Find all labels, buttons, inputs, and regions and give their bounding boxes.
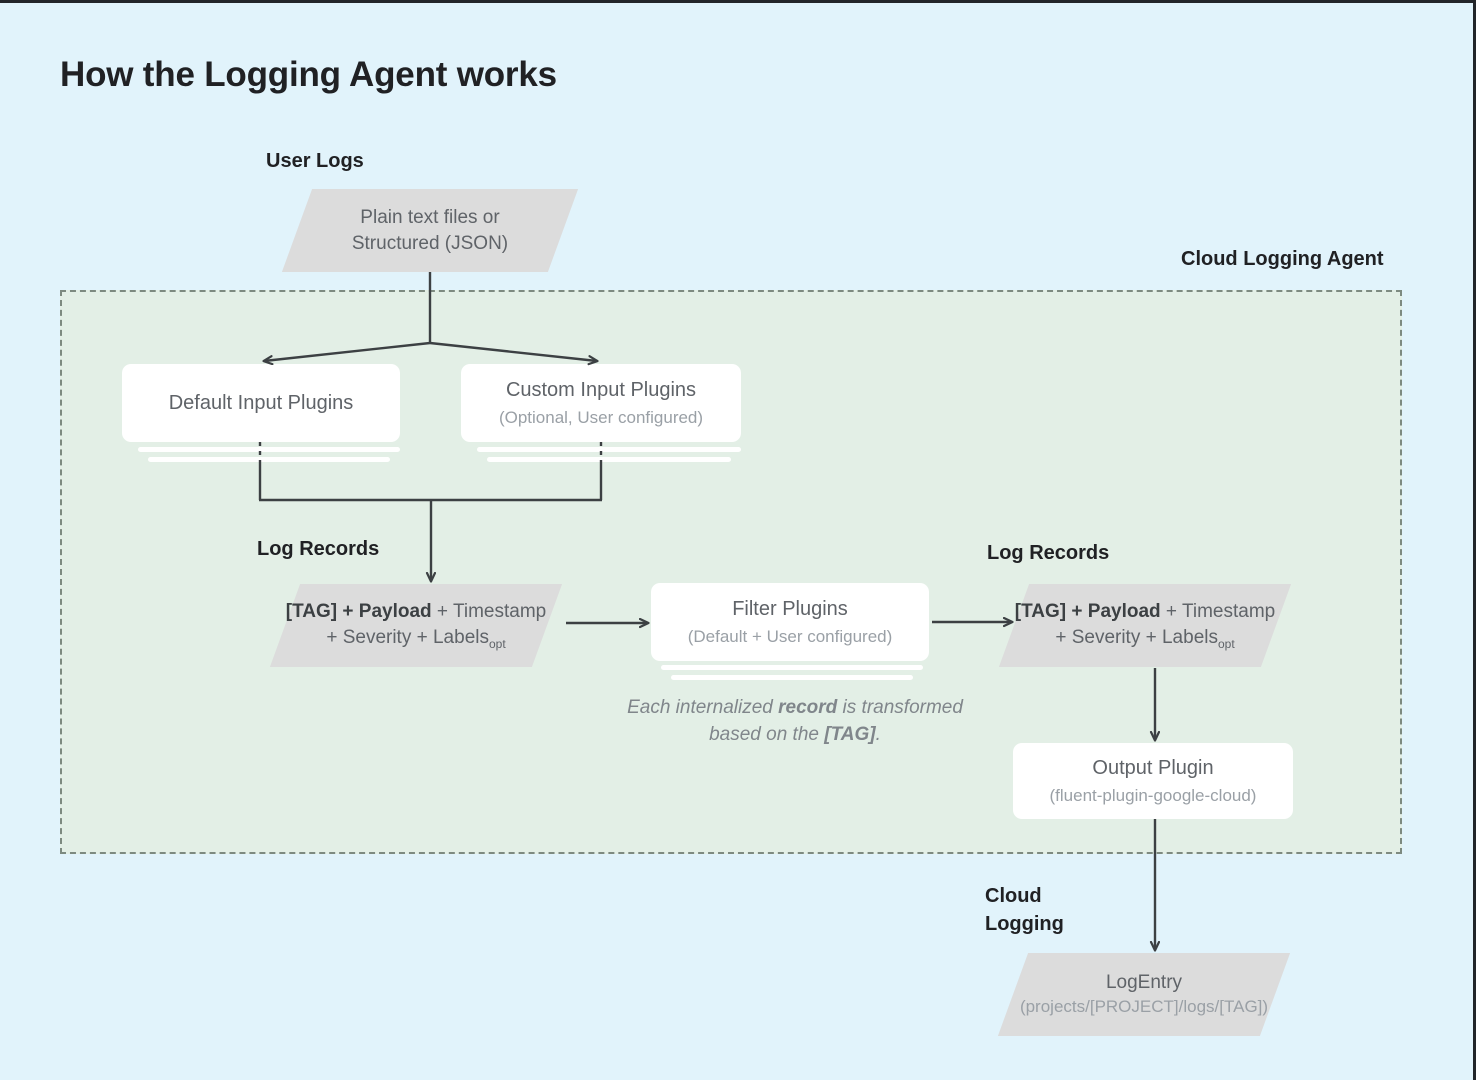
user-logs-line-1: Plain text files or	[360, 206, 500, 228]
caption-bold-record: record	[778, 697, 838, 718]
log-record-right-plain-2: + Severity + Labels	[1055, 626, 1218, 648]
label-log-records-left: Log Records	[257, 538, 380, 560]
card-stack-line-custom-2	[487, 457, 731, 462]
label-log-records-right: Log Records	[987, 542, 1110, 564]
filter-plugins-title: Filter Plugins	[732, 597, 848, 620]
node-log-record-right: [TAG] + Payload + Timestamp + Severity +…	[998, 584, 1292, 667]
node-custom-input-plugins[interactable]: Custom Input Plugins (Optional, User con…	[461, 364, 741, 442]
log-record-right-line-2: + Severity + Labelsopt	[1055, 625, 1234, 652]
log-record-left-subscript: opt	[488, 636, 506, 651]
output-plugin-subtitle: (fluent-plugin-google-cloud)	[1049, 785, 1257, 805]
card-stack-line-filter-2	[671, 675, 913, 680]
node-filter-plugins[interactable]: Filter Plugins (Default + User configure…	[651, 583, 929, 661]
log-entry-subtitle: (projects/[PROJECT]/logs/[TAG])	[1019, 996, 1269, 1016]
label-cloud-logging-agent: Cloud Logging Agent	[1181, 248, 1384, 270]
label-user-logs: User Logs	[266, 150, 364, 172]
log-record-right-plain: + Timestamp	[1160, 600, 1276, 622]
caption-bold-tag: [TAG]	[824, 723, 876, 745]
log-record-left-line-2: + Severity + Labelsopt	[326, 625, 505, 652]
log-record-left-plain: + Timestamp	[431, 600, 547, 622]
card-stack-line-default-1	[138, 447, 400, 452]
log-record-right-bold: [TAG] + Payload	[1014, 600, 1161, 622]
output-plugin-title: Output Plugin	[1092, 756, 1214, 779]
caption-part-3: .	[875, 723, 881, 745]
log-record-left-bold: [TAG] + Payload	[285, 600, 432, 622]
log-record-left-plain-2: + Severity + Labels	[326, 626, 489, 648]
transform-caption: Each internalized record is transformed …	[620, 695, 970, 749]
custom-input-plugins-title: Custom Input Plugins	[505, 378, 697, 401]
node-log-entry: LogEntry (projects/[PROJECT]/logs/[TAG])	[997, 953, 1291, 1036]
card-stack-line-filter-1	[661, 665, 923, 670]
log-record-right-line-1: [TAG] + Payload + Timestamp	[1015, 599, 1275, 625]
log-record-left-line-1: [TAG] + Payload + Timestamp	[286, 599, 546, 625]
default-input-plugins-title: Default Input Plugins	[168, 392, 354, 414]
label-cloud-logging: Cloud Logging	[985, 885, 1064, 935]
card-stack-line-default-2	[148, 457, 390, 462]
log-entry-title: LogEntry	[1105, 972, 1183, 994]
page-title: How the Logging Agent works	[60, 55, 557, 94]
custom-input-plugins-subtitle: (Optional, User configured)	[498, 407, 704, 427]
node-user-logs-source: Plain text files or Structured (JSON)	[281, 189, 579, 272]
filter-plugins-subtitle: (Default + User configured)	[687, 626, 893, 646]
caption-part-1: Each internalized	[627, 697, 779, 718]
user-logs-line-2: Structured (JSON)	[351, 232, 509, 254]
card-stack-line-custom-1	[477, 447, 741, 452]
caption-part-2: is transformed based on the	[709, 697, 963, 745]
node-output-plugin[interactable]: Output Plugin (fluent-plugin-google-clou…	[1013, 743, 1293, 819]
node-log-record-left: [TAG] + Payload + Timestamp + Severity +…	[269, 584, 563, 667]
node-default-input-plugins[interactable]: Default Input Plugins	[122, 364, 400, 442]
log-record-right-subscript: opt	[1217, 636, 1235, 651]
